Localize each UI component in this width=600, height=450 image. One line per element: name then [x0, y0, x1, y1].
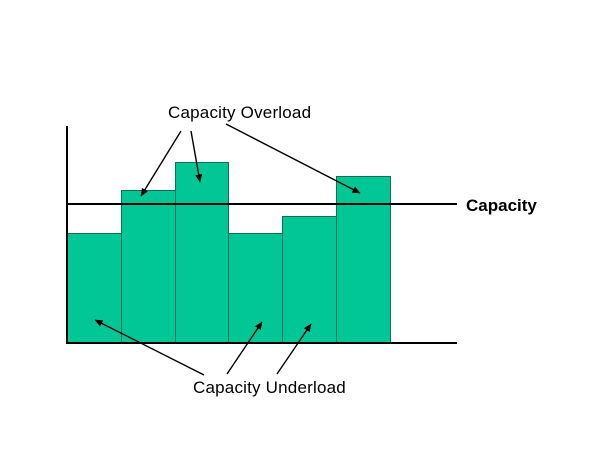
bar-period-2 [120, 189, 176, 344]
underload-label: Capacity Underload [193, 378, 346, 397]
bar-period-1 [67, 232, 122, 344]
x-axis-line [66, 342, 457, 344]
bar-period-3 [174, 161, 230, 344]
bar-period-4 [228, 232, 284, 344]
capacity-threshold-line [66, 203, 457, 205]
y-axis-line [66, 126, 68, 344]
overload-label: Capacity Overload [168, 103, 312, 122]
bar-period-5 [282, 216, 337, 344]
capacity-line-label: Capacity [466, 196, 537, 215]
bar-period-6 [336, 175, 391, 344]
